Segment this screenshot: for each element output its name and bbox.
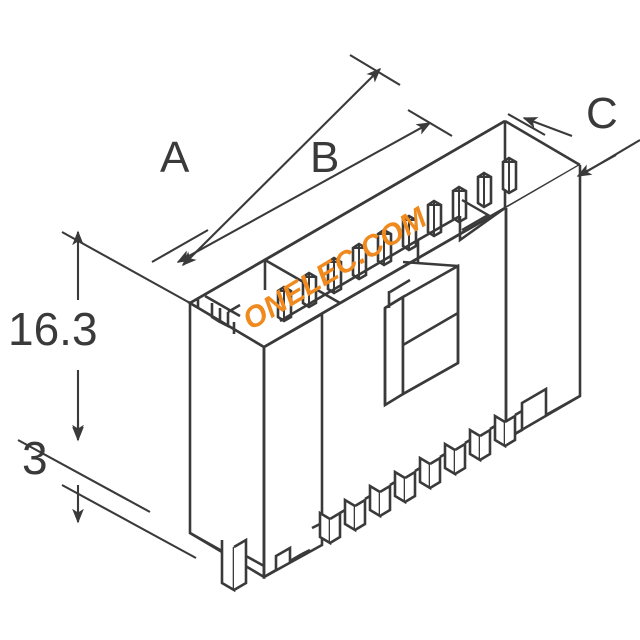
dimension-label-height-tail: 3 [22, 432, 48, 484]
dimension-label-a: A [160, 133, 190, 182]
dimension-label-height-total: 16.3 [8, 303, 98, 355]
dimension-line-b [176, 109, 453, 263]
dimension-line-c [507, 113, 640, 177]
dimension-label-c: C [586, 89, 618, 138]
right-end-wall [503, 121, 582, 442]
dimension-label-b: B [310, 133, 340, 182]
bottom-solder-tail-row [311, 409, 523, 546]
center-polarizing-rib [383, 260, 460, 408]
dimension-line-tail [61, 420, 197, 559]
inner-cavity [204, 260, 267, 334]
standoff-feet [189, 347, 311, 593]
